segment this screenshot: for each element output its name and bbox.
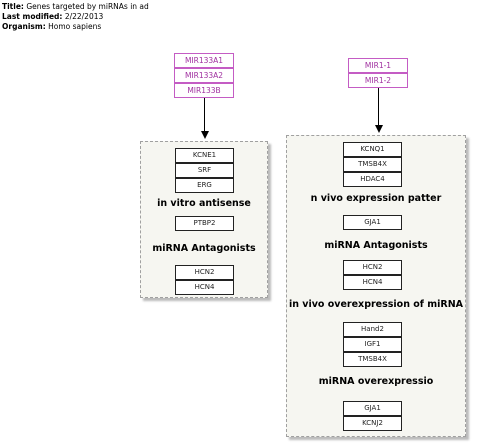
gene-node-hdac4[interactable]: HDAC4 — [343, 172, 402, 187]
organism-value: Homo sapiens — [48, 22, 102, 31]
mirna-node-mir1-1[interactable]: MIR1-1 — [348, 58, 408, 73]
mirna-node-mir133a1[interactable]: MIR133A1 — [174, 53, 234, 68]
mirna-node-mir133b[interactable]: MIR133B — [174, 83, 234, 98]
organism-label: Organism: — [2, 22, 46, 31]
gene-node-gja1[interactable]: GJA1 — [343, 215, 402, 230]
gene-node-hcn4[interactable]: HCN4 — [343, 275, 402, 290]
right-arrow-line — [378, 88, 379, 125]
gene-node-tmsb4x[interactable]: TMSB4X — [343, 352, 402, 367]
group-label-in-vivo-overexpression: in vivo overexpression of miRNA — [288, 299, 464, 310]
last-modified-row: Last modified: 2/22/2013 — [2, 12, 149, 22]
gene-node-ptbp2[interactable]: PTBP2 — [175, 216, 234, 231]
gene-node-hand2[interactable]: Hand2 — [343, 322, 402, 337]
title-row: Title: Genes targeted by miRNAs in ad — [2, 2, 149, 12]
gene-node-gja1[interactable]: GJA1 — [343, 401, 402, 416]
group-label-mirna-overexpression: miRNA overexpressio — [318, 376, 434, 387]
last-modified-value: 2/22/2013 — [64, 12, 104, 21]
gene-node-igf1[interactable]: IGF1 — [343, 337, 402, 352]
last-modified-label: Last modified: — [2, 12, 63, 21]
gene-node-srf[interactable]: SRF — [175, 163, 234, 178]
gene-node-hcn2[interactable]: HCN2 — [343, 260, 402, 275]
mirna-node-mir133a2[interactable]: MIR133A2 — [174, 68, 234, 83]
group-label-mirna-antagonists: miRNA Antagonists — [152, 243, 256, 254]
pathway-info: Title: Genes targeted by miRNAs in ad La… — [2, 2, 149, 32]
gene-node-kcnq1[interactable]: KCNQ1 — [343, 142, 402, 157]
gene-node-tmsb4x[interactable]: TMSB4X — [343, 157, 402, 172]
mirna-node-mir1-2[interactable]: MIR1-2 — [348, 73, 408, 88]
gene-node-kcne1[interactable]: KCNE1 — [175, 148, 234, 163]
title-value: Genes targeted by miRNAs in ad — [26, 2, 149, 11]
gene-node-kcnj2[interactable]: KCNJ2 — [343, 416, 402, 431]
left-arrow-head — [201, 131, 209, 139]
organism-row: Organism: Homo sapiens — [2, 22, 149, 32]
title-label: Title: — [2, 2, 24, 11]
gene-node-hcn4[interactable]: HCN4 — [175, 280, 234, 295]
right-target-panel: KCNQ1 TMSB4X HDAC4 n vivo expression pat… — [286, 135, 466, 437]
group-label-in-vivo-expression-pattern: n vivo expression patter — [310, 193, 442, 204]
gene-node-hcn2[interactable]: HCN2 — [175, 265, 234, 280]
left-arrow-line — [204, 98, 205, 131]
right-arrow-head — [375, 125, 383, 133]
group-label-mirna-antagonists: miRNA Antagonists — [324, 240, 428, 251]
gene-node-erg[interactable]: ERG — [175, 178, 234, 193]
group-label-in-vitro-antisense: in vitro antisense — [157, 198, 251, 209]
left-target-panel: KCNE1 SRF ERG in vitro antisense PTBP2 m… — [140, 141, 268, 298]
